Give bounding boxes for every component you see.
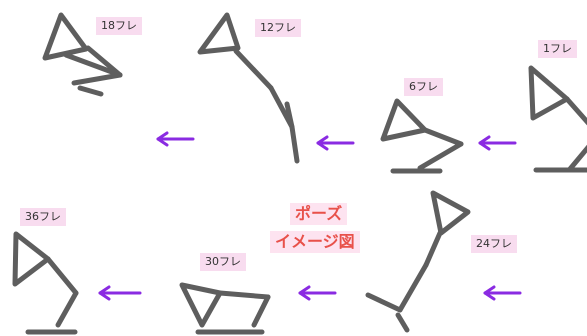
title-line-1: ポーズ: [290, 203, 348, 225]
lamp-pose-24: [365, 190, 471, 333]
lamp-pose-18: [42, 12, 123, 97]
lamp-pose-12: [197, 12, 300, 164]
frame-label-1: 1フレ: [538, 40, 577, 58]
title-line-2: イメージ図: [270, 231, 360, 253]
left-arrow-icon: [483, 285, 522, 301]
left-arrow-icon: [298, 285, 337, 301]
left-arrow-icon: [478, 135, 517, 151]
frame-label-30: 30フレ: [200, 253, 246, 271]
frame-label-6: 6フレ: [404, 78, 443, 96]
frame-label-18: 18フレ: [96, 17, 142, 35]
left-arrow-icon: [98, 285, 142, 301]
frame-label-12: 12フレ: [255, 19, 301, 37]
frame-label-36: 36フレ: [20, 208, 66, 226]
lamp-pose-1: [528, 65, 587, 173]
lamp-pose-30: [179, 282, 271, 335]
left-arrow-icon: [156, 131, 195, 147]
lamp-pose-36: [12, 231, 79, 335]
lamp-pose-6: [380, 98, 464, 174]
frame-label-24: 24フレ: [471, 235, 517, 253]
left-arrow-icon: [316, 135, 355, 151]
